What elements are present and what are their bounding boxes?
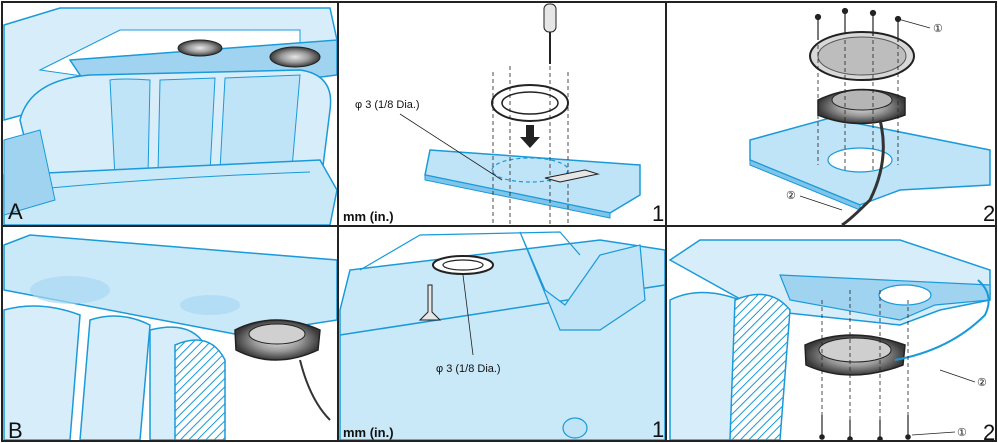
panel-b-letter: B xyxy=(8,418,23,443)
panel-a1-diameter-note: φ 3 (1/8 Dia.) xyxy=(355,99,420,111)
panel-a1-step: 1 xyxy=(652,201,664,226)
panel-b-under-deck-view: B xyxy=(3,234,338,443)
panel-a1-units: mm (in.) xyxy=(343,209,394,224)
panel-b2-callout-1: ① xyxy=(957,427,967,439)
panel-a2-callout-2: ② xyxy=(786,190,796,202)
panel-b2-callout-2: ② xyxy=(977,377,987,389)
panel-a2-callout-1: ① xyxy=(933,23,943,35)
panel-a2-step: 2 xyxy=(983,201,995,226)
panel-a-rear-deck-overview: A xyxy=(3,4,338,226)
panel-b1-step: 1 xyxy=(652,417,664,442)
panel-b1-diameter-note: φ 3 (1/8 Dia.) xyxy=(436,363,501,375)
panel-b2-step: 2 xyxy=(983,420,995,443)
panel-a1-drill-holes: φ 3 (1/8 Dia.) mm (in.) 1 xyxy=(343,3,664,226)
panel-b1-units: mm (in.) xyxy=(343,425,394,440)
panel-b1-drill-from-trunk: φ 3 (1/8 Dia.) mm (in.) 1 xyxy=(339,231,666,442)
panel-b2-mount-from-below: ② ① 2 xyxy=(668,239,995,443)
panel-a2-mount-speaker: ① ② 2 xyxy=(749,7,995,227)
panel-a-letter: A xyxy=(8,199,23,224)
